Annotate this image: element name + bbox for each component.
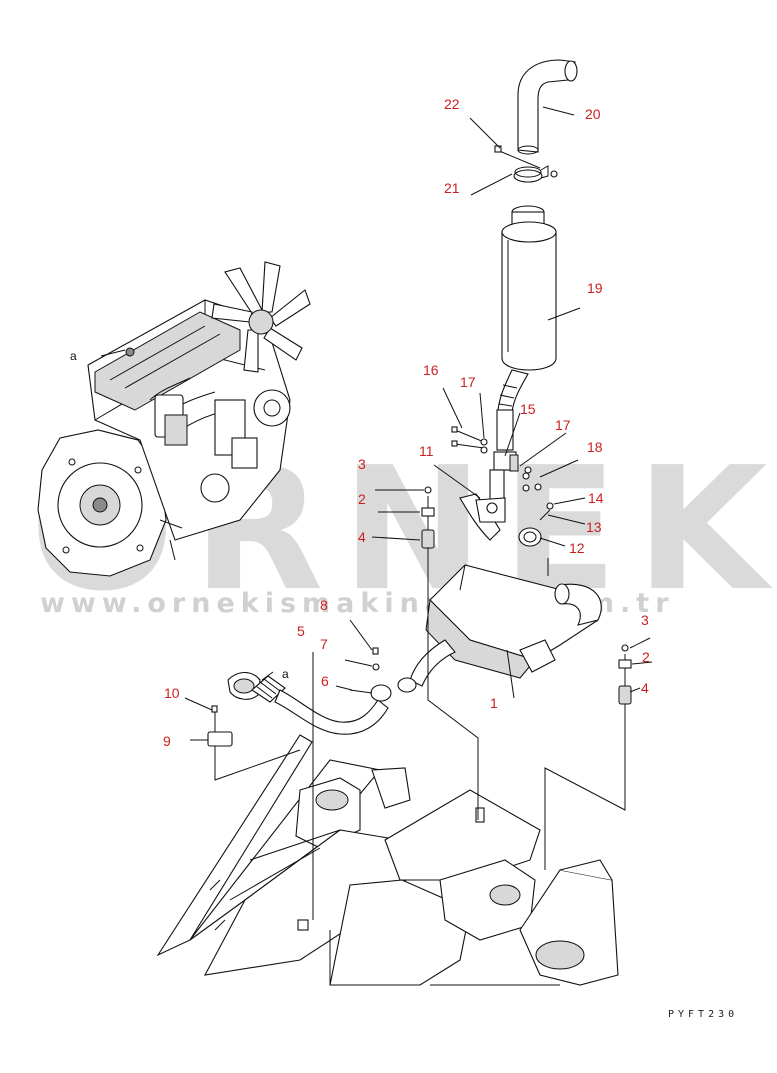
callout-11: 11 xyxy=(419,443,434,459)
cooling-fan xyxy=(211,261,311,373)
elbow-pipe xyxy=(459,493,506,541)
callout-numbers: 1 2 2 3 3 4 4 5 6 7 8 9 10 11 12 13 14 1… xyxy=(163,96,650,749)
band-clamp xyxy=(494,145,558,183)
callout-21: 21 xyxy=(444,180,460,196)
callout-13: 13 xyxy=(586,519,602,535)
callout-14: 14 xyxy=(588,490,604,506)
callout-3-right: 3 xyxy=(641,612,649,628)
ref-letter-a-pipe: a xyxy=(282,667,289,681)
engine-assembly xyxy=(37,261,311,577)
ref-letter-a-engine: a xyxy=(70,349,77,363)
clamp-bolts xyxy=(451,426,488,454)
pipe-clamp xyxy=(518,502,554,547)
leader-lines xyxy=(100,106,653,985)
callout-3-left: 3 xyxy=(358,456,366,472)
exhaust-pipe xyxy=(207,647,392,747)
callout-17-upper: 17 xyxy=(460,374,476,390)
callout-7: 7 xyxy=(320,636,328,652)
callout-17-lower: 17 xyxy=(555,417,571,433)
callout-8: 8 xyxy=(320,597,328,613)
callout-19: 19 xyxy=(587,280,603,296)
callout-12: 12 xyxy=(569,540,585,556)
callout-4-left: 4 xyxy=(358,529,366,545)
callout-2-left: 2 xyxy=(358,491,366,507)
callout-15: 15 xyxy=(520,401,536,417)
callout-18: 18 xyxy=(587,439,603,455)
mount-hardware-right xyxy=(618,644,632,705)
tail-pipe xyxy=(517,59,578,155)
callout-10: 10 xyxy=(164,685,180,701)
callout-2-right: 2 xyxy=(642,649,650,665)
pipe-bracket xyxy=(489,451,542,501)
machine-frame xyxy=(156,734,619,986)
callout-4-right: 4 xyxy=(641,680,649,696)
callout-1: 1 xyxy=(490,695,498,711)
callout-6: 6 xyxy=(321,673,329,689)
callout-22: 22 xyxy=(444,96,460,112)
callout-5: 5 xyxy=(297,623,305,639)
callout-9: 9 xyxy=(163,733,171,749)
callout-16: 16 xyxy=(423,362,439,378)
muffler-upper xyxy=(496,205,557,451)
callout-20: 20 xyxy=(585,106,601,122)
drawing-code: PYFT230 xyxy=(668,1009,738,1020)
